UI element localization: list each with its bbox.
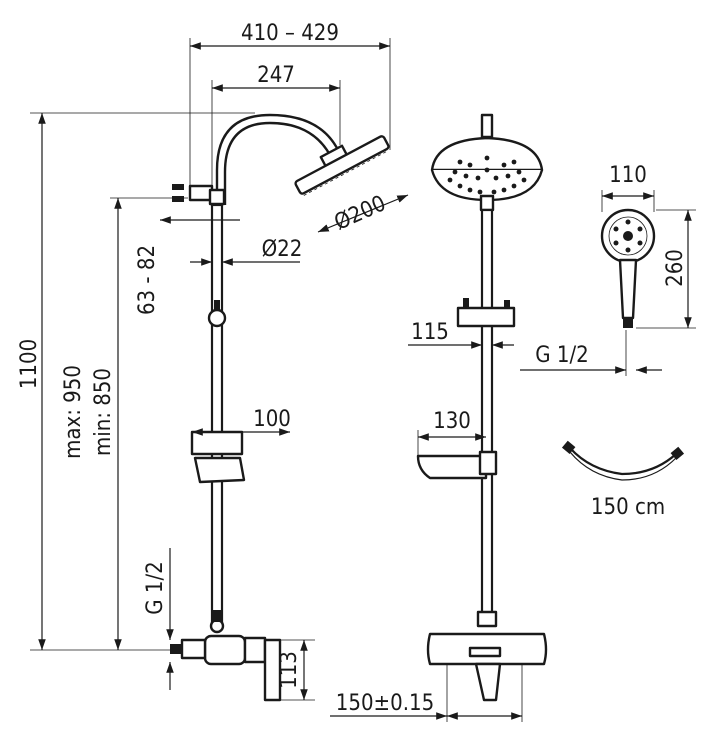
dim-hose-thread-label: G 1/2 [535, 343, 588, 368]
nozzle-dots [447, 155, 527, 195]
side-rod [210, 203, 224, 627]
front-dimensions: 115 130 150±0.15 [330, 320, 523, 722]
dim-head-label: Ø200 [331, 191, 390, 236]
side-soap-dish-holder [190, 430, 244, 456]
hand-shower [600, 208, 656, 328]
side-soap-dish [193, 456, 246, 484]
side-view [170, 113, 390, 702]
front-lever [474, 662, 502, 702]
dim-dish-side-label: 100 [253, 407, 291, 432]
hose-line [569, 447, 677, 476]
hose: 150 cm [561, 440, 685, 520]
dim-hand-length-label: 260 [663, 249, 688, 287]
dim-slider-label: 115 [411, 320, 449, 345]
dim-reach-label: 410 – 429 [241, 21, 339, 46]
side-dimensions: 410 – 429 247 Ø200 1100 max: 950 min: 85… [17, 21, 409, 701]
front-shower-head [430, 136, 544, 172]
side-mixer [203, 634, 247, 666]
side-arm [215, 113, 340, 205]
dim-rod-label: Ø22 [262, 237, 303, 262]
dim-total-height-label: 1100 [17, 339, 42, 389]
dim-inlet-label: G 1/2 [143, 561, 168, 614]
dim-max-label: max: 950 [61, 365, 86, 459]
dim-hand-width-label: 110 [609, 163, 647, 188]
dim-bracket-label: 63 - 82 [135, 245, 160, 315]
hose-length-label: 150 cm [591, 495, 665, 520]
side-slider [207, 308, 227, 328]
hand-shower-dimensions: 110 260 G 1/2 [520, 163, 696, 376]
front-view [416, 113, 548, 702]
hand-shower-handle [618, 258, 638, 320]
front-slider [456, 306, 516, 328]
dim-arm-label: 247 [257, 63, 295, 88]
side-arm-inner [223, 121, 332, 205]
front-soap-dish [416, 454, 488, 480]
dim-mixer-height-label: 113 [277, 651, 302, 689]
front-rod [480, 208, 494, 622]
top-wall-bracket [188, 184, 214, 202]
dim-dish-front-label: 130 [433, 409, 471, 434]
dim-min-label: min: 850 [91, 368, 116, 456]
dim-inlet-spacing-label: 150±0.15 [336, 691, 434, 716]
side-shower-head [294, 135, 390, 196]
